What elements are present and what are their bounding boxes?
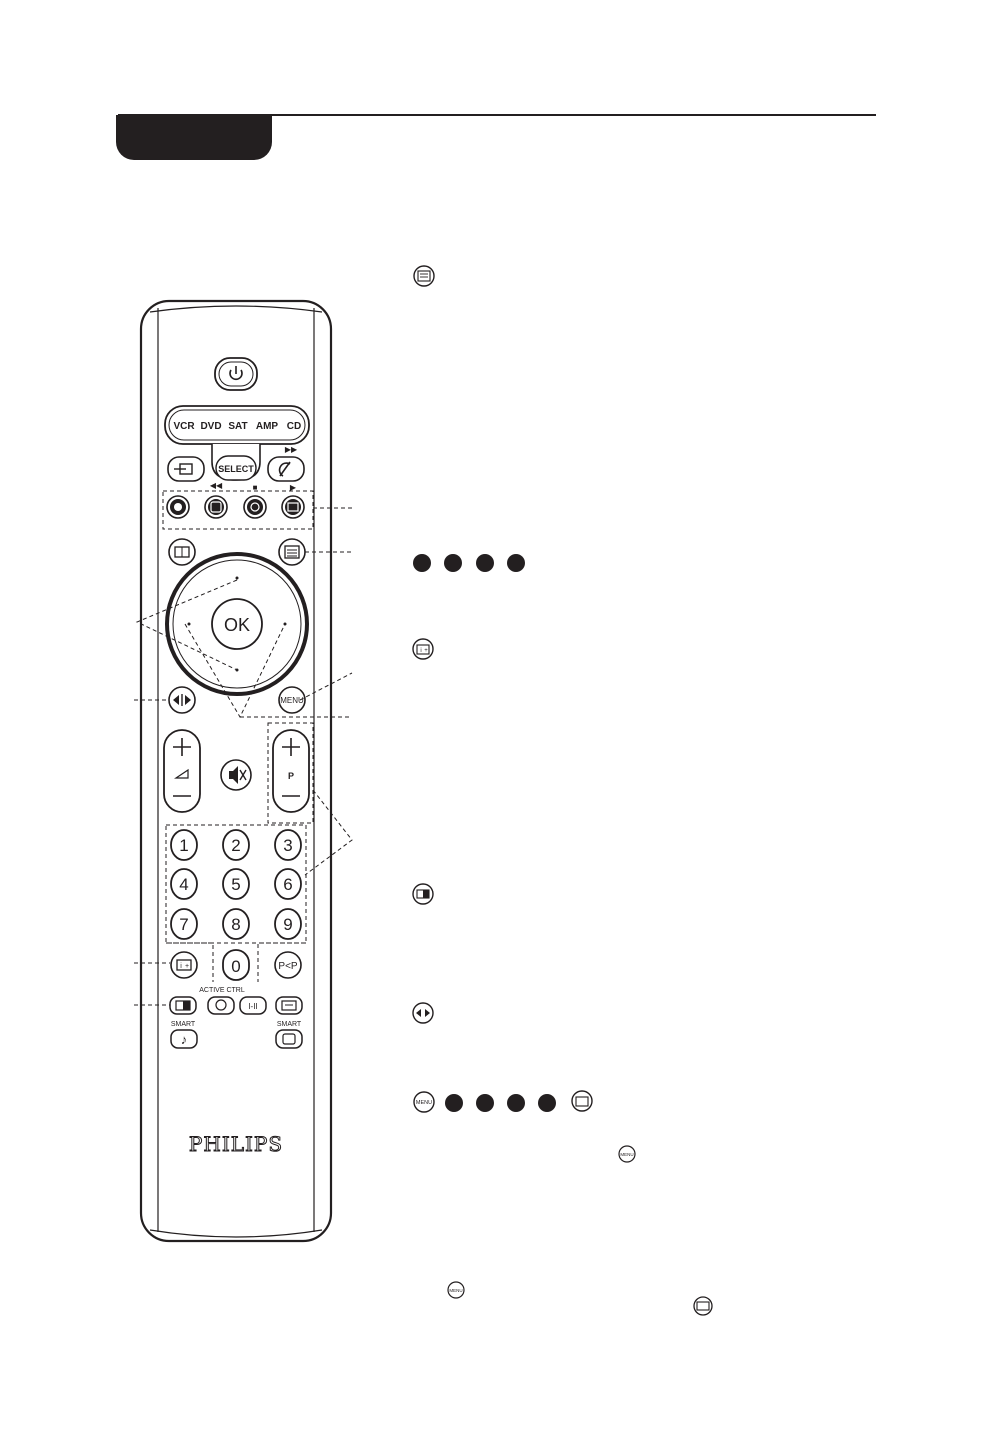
info-button[interactable]: i + [170,951,198,979]
info-top-button[interactable] [168,538,196,566]
source-amp-button[interactable]: AMP [256,421,279,432]
menu-icon-inline-2: MENU [447,1281,465,1299]
menu-button[interactable]: MENU [278,686,306,714]
svg-text:i: i [180,963,182,970]
brand-logo: PHILIPS [189,1132,283,1156]
svg-text:0: 0 [231,957,240,976]
number-8-button[interactable]: 8 [222,908,250,940]
svg-text:4: 4 [179,875,188,894]
number-4-button[interactable]: 4 [170,868,198,900]
smart-sound-label: SMART [171,1021,196,1028]
number-6-button[interactable]: 6 [274,868,302,900]
svg-text:MENU: MENU [620,1152,633,1157]
select-label: SELECT [218,464,254,474]
freeze-icon [412,1002,434,1024]
svg-text:■: ■ [253,483,258,492]
svg-text:6: 6 [283,875,292,894]
av-button[interactable] [167,456,205,482]
colour-key-icon [413,554,525,572]
pp-button[interactable]: P<P [274,951,302,979]
power-icon [229,369,243,381]
mute-button[interactable] [220,759,252,791]
svg-text:▶: ▶ [290,483,297,492]
format-button[interactable] [275,996,303,1015]
source-cd-button[interactable]: CD [287,421,301,432]
svg-text:8: 8 [231,915,240,934]
number-2-button[interactable]: 2 [222,829,250,861]
menu-sequence: MENU [413,1090,593,1113]
remote-body [139,299,333,1243]
svg-text:P: P [288,771,294,781]
smart-sound-button[interactable]: ♪ [170,1029,198,1049]
split-screen-button[interactable] [169,996,197,1015]
svg-text:i: i [420,648,421,654]
freeze-button[interactable] [168,686,196,714]
svg-text:MENU: MENU [280,696,304,705]
volume-rocker[interactable] [163,729,201,813]
svg-text:OK: OK [224,615,250,635]
svg-text:I-II: I-II [248,1002,257,1011]
source-dvd-button[interactable]: DVD [200,421,221,432]
svg-text:2: 2 [231,836,240,855]
number-7-button[interactable]: 7 [170,908,198,940]
svg-text:7: 7 [179,915,188,934]
record-button[interactable] [166,495,190,519]
split-screen-icon [412,883,434,905]
music-note-icon: ♪ [181,1032,188,1047]
ok-button[interactable]: OK [211,598,263,650]
transport-group [162,490,314,530]
svg-text:P<P: P<P [278,961,298,972]
number-3-button[interactable]: 3 [274,829,302,861]
svg-text:9: 9 [283,915,292,934]
info-icon-inline [693,1296,713,1316]
svg-text:+: + [424,648,428,654]
program-rocker[interactable]: P [272,729,310,813]
red-key-button[interactable] [204,495,228,519]
section-tab [116,115,272,160]
callout-lines [134,507,353,876]
select-button[interactable] [215,455,257,481]
header-rule [118,114,876,116]
yellow-key-button[interactable] [281,495,305,519]
number-5-button[interactable]: 5 [222,868,250,900]
source-sat-button[interactable]: SAT [228,421,247,432]
svg-text:▶▶: ▶▶ [285,445,298,454]
number-1-button[interactable]: 1 [170,829,198,861]
power-button[interactable] [214,357,258,391]
svg-text:◀◀: ◀◀ [210,481,223,490]
svg-text:MENU: MENU [449,1288,462,1293]
active-ctrl-button[interactable] [207,996,235,1015]
active-ctrl-label: ACTIVE CTRL [199,987,245,994]
number-pad-group [165,824,307,944]
teletext-icon [413,265,435,287]
teletext-button[interactable] [278,538,306,566]
smart-picture-button[interactable] [275,1029,303,1049]
svg-text:+: + [185,963,189,970]
svg-text:1: 1 [179,836,188,855]
number-0-button[interactable]: 0 [222,949,250,981]
standby-loop-button[interactable]: ▶▶ [267,445,305,482]
svg-text:MENU: MENU [416,1100,432,1106]
svg-text:3: 3 [283,836,292,855]
info-icon-small [571,1090,593,1112]
source-vcr-button[interactable]: VCR [173,421,195,432]
svg-text:5: 5 [231,875,240,894]
dual-sound-button[interactable]: I-II [239,996,267,1015]
number-9-button[interactable]: 9 [274,908,302,940]
smart-picture-label: SMART [277,1021,302,1028]
green-key-button[interactable] [243,495,267,519]
info-icon: i + [412,638,434,660]
menu-icon [413,1091,435,1113]
menu-icon-inline-1: MENU [618,1145,636,1163]
